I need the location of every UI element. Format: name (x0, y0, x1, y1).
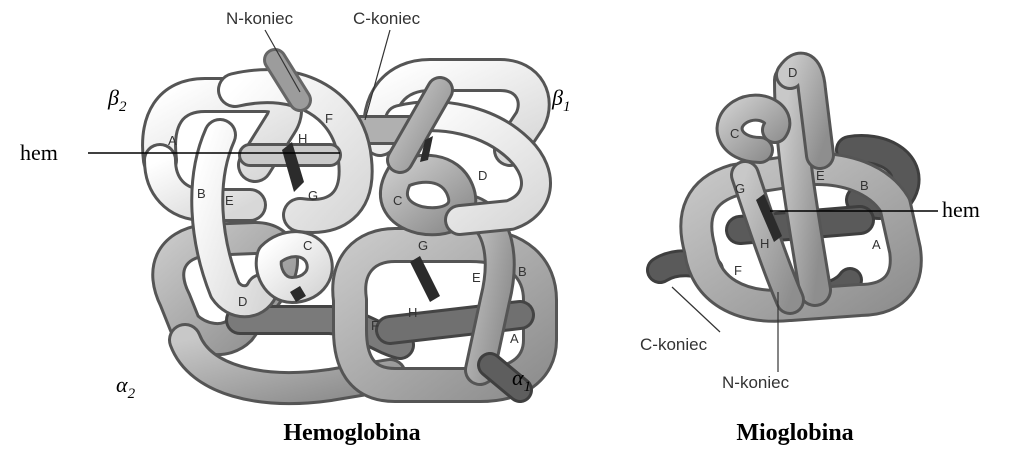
helix-label-b: B (518, 264, 527, 279)
helix-label-f: F (325, 111, 333, 126)
helix-label-d: D (788, 65, 797, 80)
helix-label-h: H (298, 131, 307, 146)
helix-label-f: F (734, 263, 742, 278)
helix-label-e: E (816, 168, 825, 183)
heme-label: hem (942, 197, 980, 222)
myoglobin-title: Mioglobina (736, 420, 853, 446)
helix-label-d: D (238, 294, 247, 309)
helix-label-c: C (303, 238, 312, 253)
chain-label-beta2: β2 (107, 85, 127, 115)
helix-label-c: C (393, 193, 402, 208)
helix-label-g: G (308, 188, 318, 203)
helix-label-f: F (371, 318, 379, 333)
myoglobin-chain (660, 67, 906, 306)
chain-label-alpha2: α2 (116, 372, 136, 402)
beta2-chain (159, 60, 356, 301)
c-terminus-label: C-koniec (640, 335, 708, 354)
helix-label-a: A (168, 133, 177, 148)
helix-label-b: B (860, 178, 869, 193)
helix-label-e: E (225, 193, 234, 208)
n-terminus-label: N-koniec (722, 373, 790, 392)
hemoglobin-title: Hemoglobina (283, 420, 420, 446)
chain-label-beta1: β1 (551, 85, 570, 115)
helix-label-b: B (197, 186, 206, 201)
helix-label-c: C (730, 126, 739, 141)
hemoglobin-model: A B E F H G C D C D G E B F H A N-koniec… (20, 9, 570, 446)
helix-label-g: G (418, 238, 428, 253)
n-terminus-label: N-koniec (226, 9, 294, 28)
helix-label-e: E (472, 270, 481, 285)
helix-label-a: A (872, 237, 881, 252)
helix-label-a: A (510, 331, 519, 346)
c-terminus-label: C-koniec (353, 9, 421, 28)
myoglobin-model: D C E B G H F A hem C-koniec N-koniec Mi… (640, 65, 980, 446)
helix-label-h: H (408, 305, 417, 320)
helix-label-g: G (735, 181, 745, 196)
helix-label-d: D (478, 168, 487, 183)
helix-label-h: H (760, 236, 769, 251)
heme-label: hem (20, 140, 58, 165)
